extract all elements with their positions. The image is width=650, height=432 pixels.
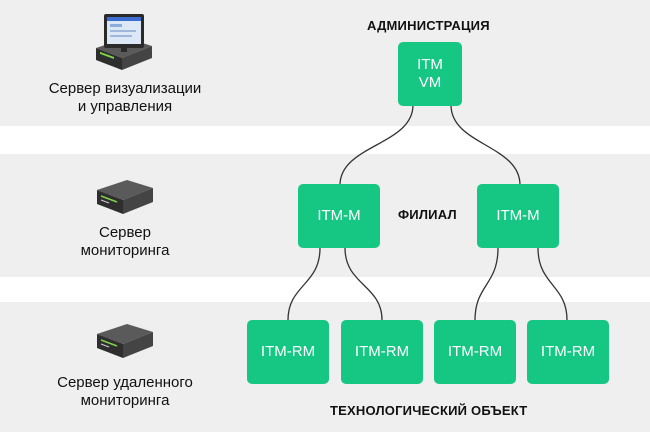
tier-label-administration: АДМИНИСТРАЦИЯ — [367, 18, 490, 33]
node-itm-m-2: ITM-M — [477, 184, 559, 248]
monitor-server-icon — [96, 14, 152, 70]
node-itm-m-1: ITM-M — [298, 184, 380, 248]
node-itm-rm-3: ITM-RM — [434, 320, 516, 384]
server-label-visualization: Сервер визуализации и управления — [48, 80, 202, 115]
node-itm-rm-1: ITM-RM — [247, 320, 329, 384]
tier-label-branch: ФИЛИАЛ — [398, 207, 457, 222]
node-label: ITM-RM — [260, 343, 316, 360]
node-label: ITM VM — [417, 56, 443, 91]
node-itm-vm: ITM VM — [398, 42, 462, 106]
node-label: ITM-M — [317, 207, 361, 224]
server-label-monitoring: Сервер мониторинга — [80, 224, 170, 259]
link-m2-rm3 — [474, 247, 499, 321]
tier-label-facility: ТЕХНОЛОГИЧЕСКИЙ ОБЪЕКТ — [330, 403, 528, 418]
server-icon — [97, 324, 153, 358]
link-vm-m2 — [450, 104, 521, 186]
node-itm-rm-4: ITM-RM — [527, 320, 609, 384]
link-m2-rm4 — [537, 247, 568, 321]
server-icon — [97, 180, 153, 214]
link-vm-m1 — [339, 104, 414, 186]
node-label: ITM-RM — [540, 343, 596, 360]
node-label: ITM-RM — [447, 343, 503, 360]
link-m1-rm2 — [344, 247, 383, 321]
node-label: ITM-M — [496, 207, 540, 224]
node-label: ITM-RM — [354, 343, 410, 360]
link-m1-rm1 — [287, 247, 321, 321]
node-itm-rm-2: ITM-RM — [341, 320, 423, 384]
server-label-remote: Сервер удаленного мониторинга — [57, 374, 193, 409]
